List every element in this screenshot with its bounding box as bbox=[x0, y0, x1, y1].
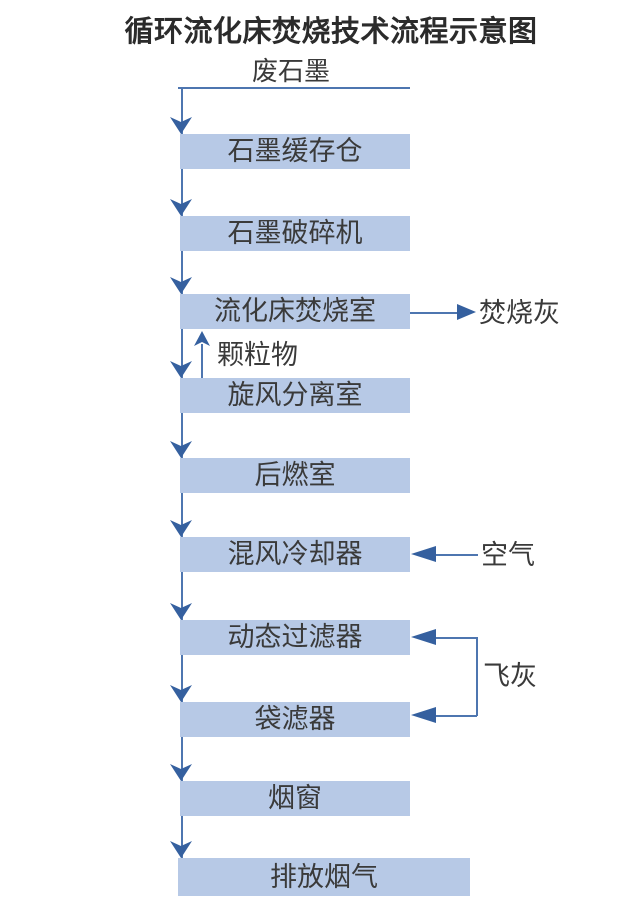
flow-box-graphite-buffer: 石墨缓存仓 bbox=[180, 134, 410, 169]
left-arrow-icon bbox=[411, 546, 436, 562]
down-arrow-icon bbox=[170, 603, 192, 620]
down-arrow-icon bbox=[170, 841, 192, 858]
flow-box-fluidized-bed-chamber: 流化床焚烧室 bbox=[180, 294, 410, 329]
flow-box-bag-filter: 袋滤器 bbox=[180, 702, 410, 737]
down-arrow-icon bbox=[170, 117, 192, 134]
fly-ash-label: 飞灰 bbox=[483, 661, 537, 691]
particulate-arrow-line bbox=[201, 344, 203, 378]
source-label-waste-graphite: 废石墨 bbox=[252, 56, 331, 86]
down-arrow-icon bbox=[170, 764, 192, 781]
fly-ash-line-vertical bbox=[476, 637, 478, 716]
right-arrow-icon bbox=[457, 304, 476, 320]
left-arrow-icon bbox=[411, 629, 436, 645]
flow-box-afterburner: 后燃室 bbox=[180, 458, 410, 493]
down-arrow-icon bbox=[170, 199, 192, 216]
left-arrow-icon bbox=[411, 707, 436, 723]
air-label: 空气 bbox=[481, 540, 535, 570]
down-arrow-icon bbox=[170, 520, 192, 537]
flow-box-dynamic-filter: 动态过滤器 bbox=[180, 620, 410, 655]
source-underline bbox=[178, 87, 410, 89]
flow-box-flue-gas-discharge: 排放烟气 bbox=[178, 858, 470, 896]
up-arrow-icon bbox=[194, 331, 210, 346]
air-arrow-line bbox=[434, 554, 478, 556]
flow-box-cyclone-separator: 旋风分离室 bbox=[180, 378, 410, 413]
flow-box-chimney: 烟窗 bbox=[180, 781, 410, 816]
down-arrow-icon bbox=[170, 361, 192, 378]
fly-ash-line-top bbox=[434, 637, 477, 639]
flow-box-mixing-cooler: 混风冷却器 bbox=[180, 537, 410, 572]
down-arrow-icon bbox=[170, 441, 192, 458]
fly-ash-line-bottom bbox=[434, 715, 477, 717]
down-arrow-icon bbox=[170, 685, 192, 702]
down-arrow-icon bbox=[170, 277, 192, 294]
diagram-title: 循环流化床焚烧技术流程示意图 bbox=[124, 16, 538, 48]
flow-box-graphite-crusher: 石墨破碎机 bbox=[180, 216, 410, 251]
incineration-ash-label: 焚烧灰 bbox=[479, 298, 560, 328]
ash-arrow-line bbox=[410, 312, 458, 314]
particulate-label: 颗粒物 bbox=[217, 340, 298, 370]
